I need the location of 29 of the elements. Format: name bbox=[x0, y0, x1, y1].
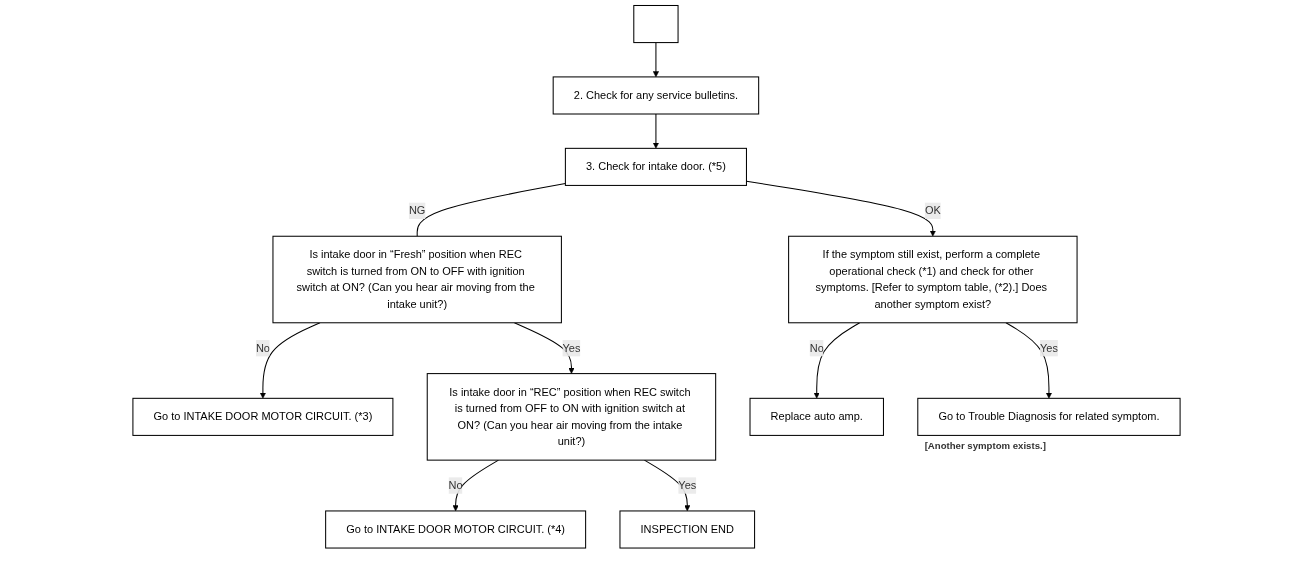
connector bbox=[416, 183, 566, 237]
edge-label: Yes bbox=[562, 342, 581, 354]
node-box: Is intake door in “REC” position when REC switch is turned from OFF to ON with ignition switch at ON? (Can you hear air moving from the intake unit?) bbox=[426, 373, 717, 461]
note-text: [Another symptom exists.] bbox=[924, 440, 1046, 452]
node-box: Go to INTAKE DOOR MOTOR CIRCUIT. (*4) bbox=[325, 510, 587, 549]
arrow bbox=[1005, 322, 1052, 399]
edge-label: Yes bbox=[1039, 342, 1058, 354]
edge-label: No bbox=[809, 342, 824, 354]
arrow bbox=[652, 113, 659, 149]
node-box: Go to Trouble Diagnosis for related symptom. bbox=[917, 397, 1181, 436]
arrow bbox=[643, 459, 691, 512]
node-box: Replace auto amp. bbox=[749, 397, 884, 436]
arrow bbox=[513, 322, 575, 374]
node-box bbox=[633, 4, 679, 44]
edge-label: Yes bbox=[678, 479, 697, 492]
edge-label: NG bbox=[408, 204, 426, 217]
arrow bbox=[452, 459, 499, 512]
arrow bbox=[813, 322, 861, 399]
node-box: Is intake door in “Fresh” position when REC switch is turned from ON to OFF with ignition switch at ON? (Can you hear air moving from the intake unit?) bbox=[272, 235, 562, 324]
node-box: If the symptom still exist, perform a complete operational check (*1) and check for other symptoms. [Refer to symptom table, (*2).] Does another symptom exist? bbox=[788, 235, 1078, 324]
arrow bbox=[652, 42, 659, 78]
node-box: INSPECTION END bbox=[619, 510, 756, 549]
edge-label: No bbox=[255, 342, 270, 354]
node-box: Go to INTAKE DOOR MOTOR CIRCUIT. (*3) bbox=[132, 397, 394, 436]
node-box: 3. Check for intake door. (*5) bbox=[564, 147, 747, 186]
edge-label: No bbox=[448, 479, 463, 492]
node-box: 2. Check for any service bulletins. bbox=[552, 76, 760, 115]
arrow bbox=[259, 322, 321, 399]
edge-label: OK bbox=[924, 204, 941, 217]
